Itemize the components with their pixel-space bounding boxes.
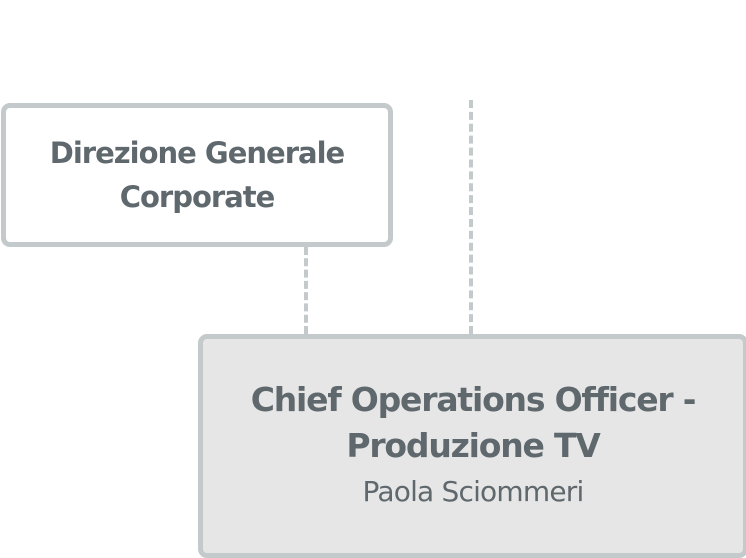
node-title-line: Chief Operations Officer - [250,380,697,419]
org-node-coo-produzione-tv[interactable]: Chief Operations Officer - Produzione TV… [198,334,746,558]
node-title-line: Corporate [119,180,276,214]
node-title-line: Produzione TV [346,426,600,465]
node-person-name: Paola Sciommeri [362,475,585,508]
org-node-direzione-generale[interactable]: Direzione Generale Corporate [1,103,393,247]
connector-line-corporate [304,247,308,334]
connector-line-parent [469,100,473,334]
node-title-line: Direzione Generale [49,136,345,170]
